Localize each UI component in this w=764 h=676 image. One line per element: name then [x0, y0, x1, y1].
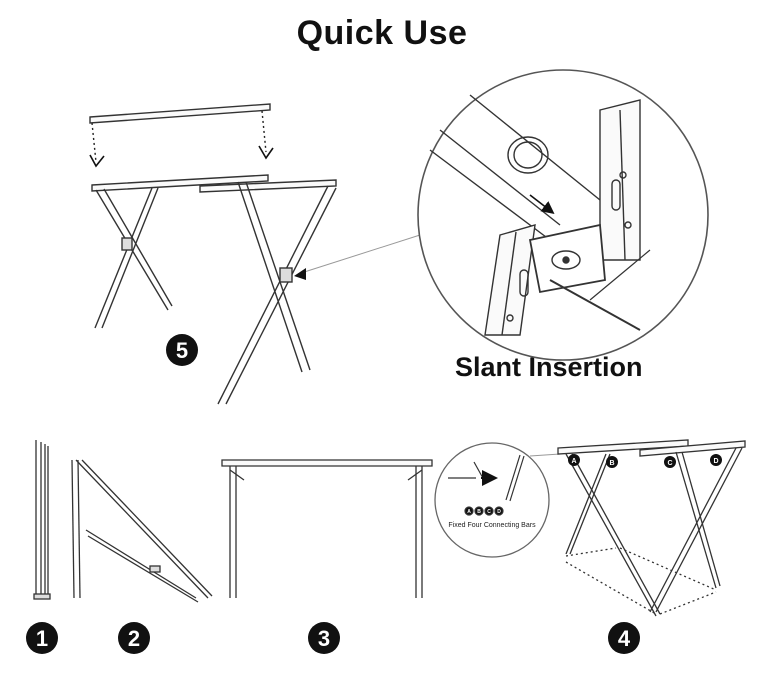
- svg-text:C: C: [667, 460, 672, 467]
- step5-rack: [89, 103, 421, 405]
- step1-folded: [33, 440, 51, 600]
- inset-note: Fixed Four Connecting Bars: [448, 522, 536, 529]
- rack-labels: [568, 454, 722, 468]
- svg-text:B: B: [609, 460, 614, 467]
- svg-text:3: 3: [318, 626, 330, 651]
- svg-text:D: D: [713, 458, 718, 465]
- svg-text:D: D: [497, 509, 501, 515]
- step-3-badge: 3: [308, 622, 340, 654]
- step-4-badge: 4: [608, 622, 640, 654]
- step4-inset: [434, 442, 550, 558]
- svg-text:2: 2: [128, 626, 140, 651]
- svg-text:A: A: [571, 458, 576, 465]
- step-2-badge: 2: [118, 622, 150, 654]
- svg-text:5: 5: [176, 338, 188, 363]
- svg-text:B: B: [477, 509, 481, 515]
- svg-text:C: C: [487, 509, 491, 515]
- page-title: Quick Use: [296, 14, 468, 52]
- slant-insertion-detail: [417, 69, 709, 361]
- step3-open: [221, 459, 433, 598]
- step4-rack: [557, 439, 746, 617]
- step-5-badge: 5: [166, 334, 198, 366]
- svg-text:4: 4: [618, 626, 631, 651]
- svg-text:1: 1: [36, 626, 48, 651]
- step-1-badge: 1: [26, 622, 58, 654]
- step2-unfolding: [71, 459, 213, 603]
- svg-text:A: A: [467, 509, 471, 515]
